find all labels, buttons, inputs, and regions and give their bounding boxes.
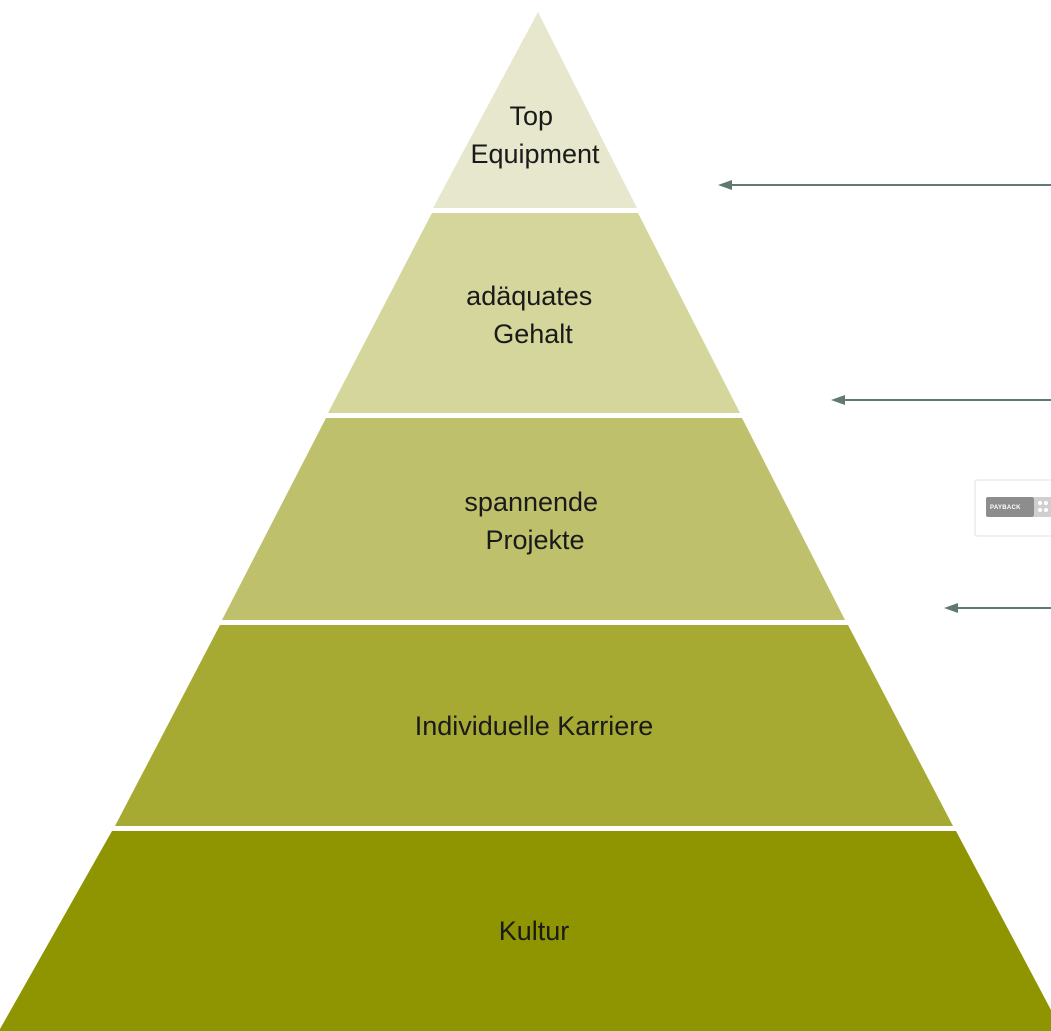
tier-label: adäquates Gehalt bbox=[466, 281, 600, 349]
arrow-left-icon bbox=[831, 395, 1051, 405]
arrow-left-icon bbox=[944, 603, 1051, 613]
pyramid-tier-adaequates-gehalt: adäquates Gehalt bbox=[328, 213, 740, 413]
tier-label-line: Projekte bbox=[485, 525, 584, 555]
pyramid-tier-spannende-projekte: spannende Projekte bbox=[222, 418, 845, 620]
logo-text: PAYBACK bbox=[990, 505, 1021, 511]
pyramid-tier-top-equipment: Top Equipment bbox=[433, 12, 637, 208]
tier-shape bbox=[115, 625, 953, 826]
tier-shape bbox=[328, 213, 740, 413]
tier-label: Kultur bbox=[499, 916, 570, 946]
tier-label-line: Gehalt bbox=[493, 319, 573, 349]
tier-label-line: Top bbox=[509, 101, 553, 131]
arrow-left-icon bbox=[718, 180, 1051, 190]
tier-shape bbox=[0, 831, 1051, 1031]
pyramid-tier-individuelle-karriere: Individuelle Karriere bbox=[115, 625, 953, 826]
tier-shape bbox=[222, 418, 845, 620]
tier-label-line: Kultur bbox=[499, 916, 570, 946]
payback-logo: PAYBACK bbox=[974, 479, 1051, 537]
tier-shape bbox=[433, 12, 637, 208]
tier-label-line: spannende bbox=[464, 487, 598, 517]
tier-label-line: Equipment bbox=[470, 139, 600, 169]
tier-label-line: Individuelle Karriere bbox=[415, 711, 654, 741]
tier-label: spannende Projekte bbox=[464, 487, 605, 555]
tier-label: Individuelle Karriere bbox=[415, 711, 654, 741]
pyramid-tier-kultur: Kultur bbox=[0, 831, 1051, 1031]
tier-label: Top Equipment bbox=[470, 101, 600, 169]
tier-label-line: adäquates bbox=[466, 281, 592, 311]
